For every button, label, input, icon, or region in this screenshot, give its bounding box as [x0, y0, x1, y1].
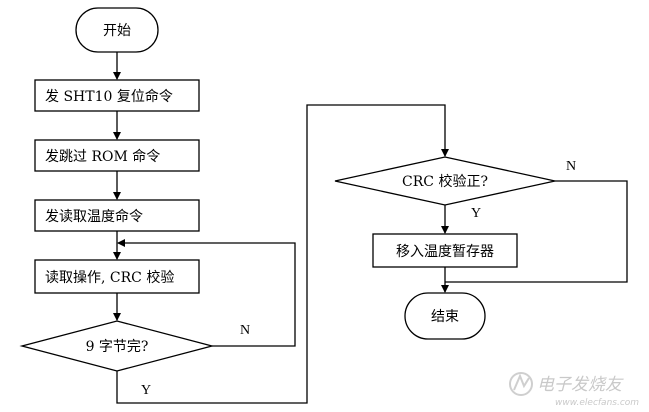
end-terminal — [404, 292, 486, 340]
crc-ok-label: CRC 校验正? — [402, 173, 488, 190]
read-temp-cmd-box — [34, 199, 200, 232]
crc-yes-label: Y — [471, 206, 481, 221]
watermark-logo-icon — [509, 372, 533, 396]
yes-label: Y — [141, 383, 151, 398]
start-label: 开始 — [103, 23, 131, 39]
reset-command-box — [34, 79, 200, 112]
read-crc-label: 读取操作, CRC 校验 — [45, 269, 174, 286]
end-label: 结束 — [431, 309, 459, 325]
crc-no-path-line — [445, 180, 628, 283]
watermark-text: 电子发烧友 — [537, 375, 624, 395]
read-crc-box — [34, 259, 200, 294]
loop-n-label: N — [240, 323, 250, 338]
crc-no-label: N — [566, 159, 576, 174]
watermark-url: www.elecfans.com — [555, 398, 639, 408]
watermark: 电子发烧友 www.elecfans.com — [509, 372, 639, 408]
skip-rom-label: 发跳过 ROM 命令 — [45, 148, 160, 165]
read-temp-cmd-label: 发读取温度命令 — [45, 208, 143, 225]
reset-command-label: 发 SHT10 复位命令 — [45, 88, 173, 105]
yes-path-line — [116, 104, 449, 404]
nine-bytes-label: 9 字节完? — [86, 339, 149, 355]
move-temp-label: 移入温度暂存器 — [396, 244, 494, 260]
loop-back-line — [117, 239, 296, 347]
